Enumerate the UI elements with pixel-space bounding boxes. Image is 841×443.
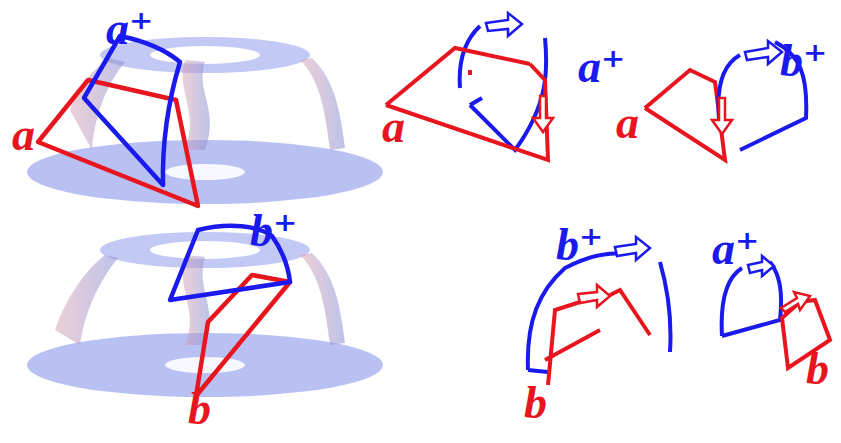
curve-label: b⁺ — [250, 208, 297, 254]
curve-label: a⁺ — [106, 6, 153, 52]
curve-label: a⁺ — [578, 44, 625, 90]
curve-label: b — [806, 346, 829, 392]
pair-a-aplus — [386, 13, 553, 160]
curve-label: b — [524, 380, 547, 426]
curve-label: b⁺ — [780, 38, 827, 84]
surface-top — [27, 36, 383, 206]
curve-label: b — [188, 386, 211, 432]
curve-label: a — [382, 104, 405, 150]
curve-label: a — [12, 112, 35, 158]
curve-label: b⁺ — [556, 222, 603, 268]
curve-label: a — [616, 100, 639, 146]
surface-bottom — [27, 226, 383, 397]
curve-label: a⁺ — [712, 226, 759, 272]
